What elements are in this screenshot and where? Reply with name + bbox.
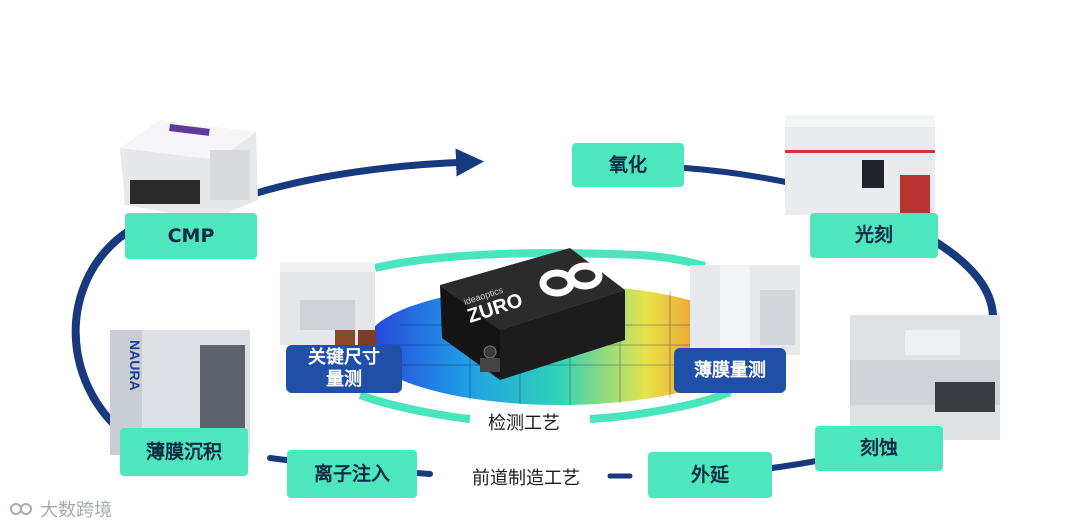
label-ion-implant: 离子注入 <box>287 450 417 498</box>
label-cd-measurement-line1: 关键尺寸 <box>308 347 380 369</box>
cmp-machine-image <box>120 120 258 220</box>
label-thin-film-measurement: 薄膜量测 <box>674 348 786 393</box>
label-cd-measurement: 关键尺寸 量测 <box>286 345 402 393</box>
label-oxidation: 氧化 <box>572 143 684 187</box>
watermark: 大数跨境 <box>10 496 112 522</box>
label-epitaxy: 外延 <box>648 452 772 498</box>
caption-inspection-process: 检测工艺 <box>478 407 570 437</box>
label-etching: 刻蚀 <box>815 426 943 471</box>
infinity-logo-icon <box>539 262 603 297</box>
label-lithography: 光刻 <box>810 213 938 258</box>
label-cd-measurement-line2: 量测 <box>326 369 362 390</box>
port-icon <box>483 345 497 359</box>
film-metrology-machine-image <box>690 265 800 355</box>
label-thin-film-deposition: 薄膜沉积 <box>120 428 248 476</box>
lithography-machine-image <box>785 115 935 215</box>
caption-front-end-process: 前道制造工艺 <box>462 462 590 492</box>
cd-metrology-machine-image <box>280 262 376 355</box>
watermark-text: 大数跨境 <box>40 500 112 521</box>
watermark-logo-icon <box>10 503 32 515</box>
etching-machine-image <box>850 315 1000 440</box>
label-cmp: CMP <box>125 213 257 259</box>
machine-brand-text: NAURA <box>127 340 143 391</box>
spectrometer-device: ideaoptics ZURO <box>440 248 625 380</box>
